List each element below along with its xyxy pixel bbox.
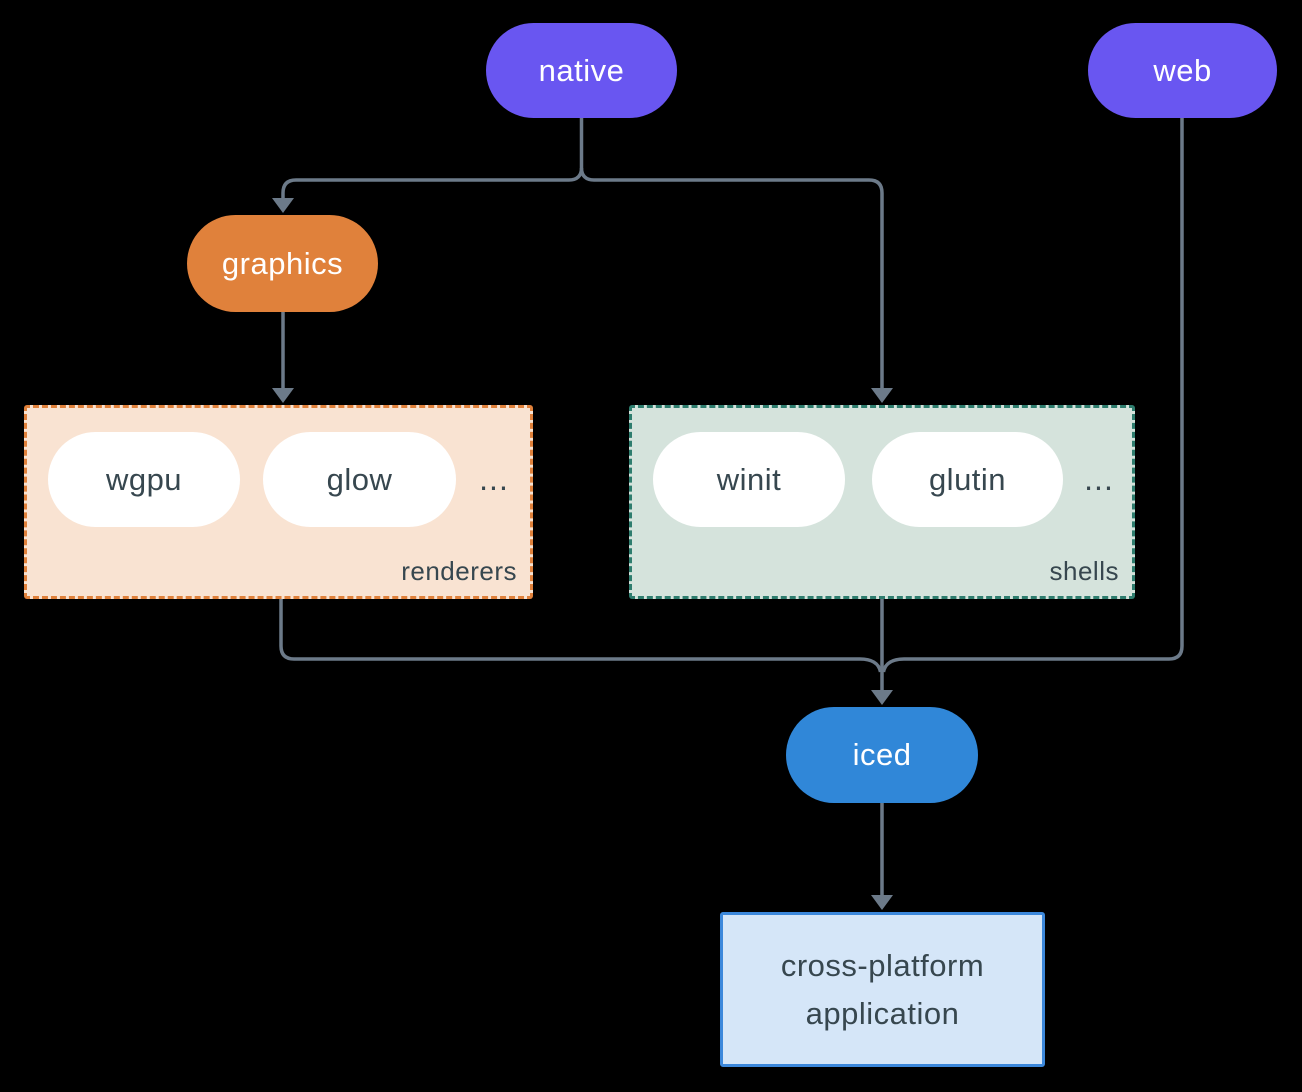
arrowhead-icon (871, 895, 893, 910)
arrowhead-icon (272, 198, 294, 213)
node-web: web (1088, 23, 1277, 118)
group-label-shells: shells (1049, 556, 1119, 586)
edge-native-to-graphics (281, 167, 584, 198)
arrowhead-icon (871, 690, 893, 705)
group-shells: winit glutin ... shells (629, 405, 1135, 599)
edge-native-to-shells (579, 167, 884, 388)
node-native: native (486, 23, 677, 118)
node-cross-platform-application: cross-platform application (720, 912, 1045, 1067)
edge-web-to-merge (881, 118, 1184, 673)
group-renderers: wgpu glow ... renderers (24, 405, 533, 599)
arrowhead-icon (871, 388, 893, 403)
arrowhead-icon (272, 388, 294, 403)
node-glutin: glutin (872, 432, 1063, 527)
node-glow: glow (263, 432, 456, 527)
node-wgpu: wgpu (48, 432, 240, 527)
node-winit: winit (653, 432, 845, 527)
node-iced: iced (786, 707, 978, 803)
edge-renderers-to-merge (279, 598, 883, 673)
node-graphics: graphics (187, 215, 378, 312)
group-label-renderers: renderers (401, 556, 517, 586)
renderers-ellipsis: ... (479, 461, 509, 497)
shells-ellipsis: ... (1084, 461, 1114, 497)
